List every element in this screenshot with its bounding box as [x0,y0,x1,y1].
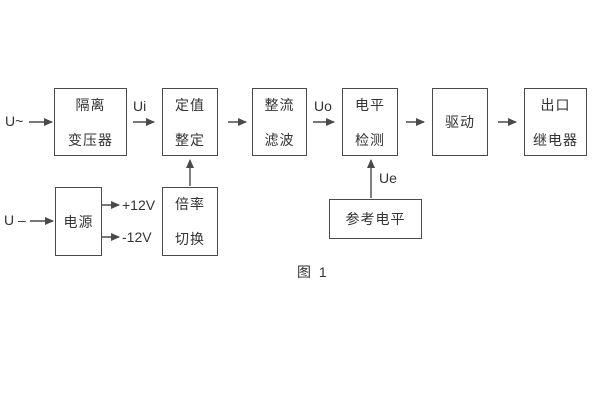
block-label: 驱动 [445,114,475,130]
block-output-relay: 出口 继电器 [524,88,587,156]
block-label: 变压器 [68,131,113,148]
label-dc-input: U – [4,212,26,228]
block-isolation-transformer: 隔离 变压器 [54,88,127,156]
label-minus12v: -12V [122,229,152,245]
block-label: 继电器 [533,131,578,148]
block-label: 参考电平 [345,211,406,227]
block-rectifier-filter: 整流 滤波 [252,88,307,156]
block-label: 检测 [355,131,385,148]
block-setting-adjustment: 定值 整定 [162,88,218,156]
block-level-detection: 电平 检测 [342,88,398,156]
block-label: 电源 [63,213,94,230]
block-reference-level: 参考电平 [329,199,422,239]
block-label: 电平 [355,96,385,113]
figure-caption: 图 1 [297,264,329,280]
block-driver: 驱动 [432,88,488,156]
label-ui: Ui [133,98,147,114]
label-ac-input: U~ [5,113,24,129]
block-label: 定值 [175,96,205,113]
block-label: 整流 [264,96,295,113]
label-plus12v: +12V [122,197,156,213]
block-label: 滤波 [264,131,295,148]
block-ratio-switch: 倍率 切换 [162,187,218,256]
block-label: 出口 [540,96,571,113]
block-label: 隔离 [75,96,106,113]
block-label: 倍率 [175,196,205,212]
block-label: 切换 [175,231,205,247]
block-label: 整定 [175,131,205,148]
label-uo: Uo [314,98,332,114]
block-power-supply: 电源 [55,187,102,256]
label-ue: Ue [379,170,397,186]
